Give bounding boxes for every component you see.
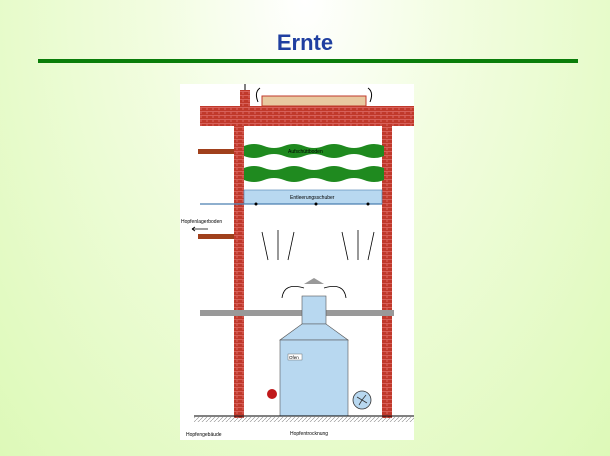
slide-title: Ernte xyxy=(276,30,334,55)
title-underline xyxy=(38,59,578,63)
left-wall xyxy=(234,126,244,418)
hop-kiln-diagram: Aufschüttboden Entleerungsschuber Hopfen… xyxy=(180,84,414,440)
label-upper-floor: Aufschüttboden xyxy=(288,149,323,155)
oven-body xyxy=(279,339,349,417)
floor-beam xyxy=(200,310,394,316)
burner-icon xyxy=(267,389,277,399)
roof-vent xyxy=(261,95,367,107)
label-building: Hopfengebäude xyxy=(186,432,222,438)
label-storage: Hopfenlagerboden xyxy=(181,219,222,225)
label-oven: Ofen xyxy=(289,355,299,360)
hop-layer-upper xyxy=(244,144,384,158)
right-wall xyxy=(382,126,392,418)
hop-layer-middle xyxy=(244,166,384,182)
chimney xyxy=(240,90,250,106)
roof xyxy=(200,106,414,126)
label-caption: Hopfentrocknung xyxy=(290,431,328,437)
label-unloading: Entleerungsschuber xyxy=(290,195,335,201)
